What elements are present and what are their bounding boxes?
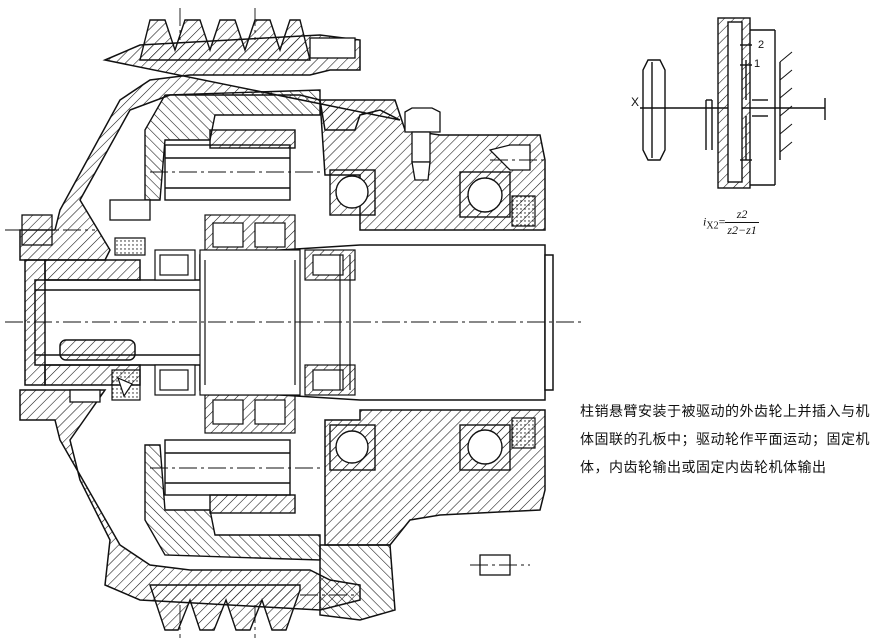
- centerlines: [5, 8, 585, 638]
- fasteners: [21, 37, 531, 576]
- ratio-subscript: X2: [706, 220, 719, 232]
- gear-label-2: 2: [758, 39, 765, 51]
- needle-bearings: [154, 214, 356, 434]
- gear-label-1: 1: [754, 58, 761, 70]
- seals: [111, 195, 536, 449]
- ratio-numerator: z2: [725, 207, 759, 223]
- ratio-denominator: z2−z1: [727, 223, 757, 237]
- upper-gear: [164, 129, 296, 201]
- ring-gear-carrier: [144, 89, 321, 561]
- lower-gear: [164, 439, 296, 514]
- figure-caption: 柱销悬臂安装于被驱动的外齿轮上并插入与机体固联的孔板中；驱动轮作平面运动；固定机…: [580, 404, 870, 476]
- kinematic-schematic: [640, 17, 826, 189]
- ratio-symbol: i: [703, 214, 707, 229]
- input-label: X: [631, 95, 640, 109]
- ball-bearings: [329, 169, 511, 471]
- ratio-equals: =: [718, 214, 726, 229]
